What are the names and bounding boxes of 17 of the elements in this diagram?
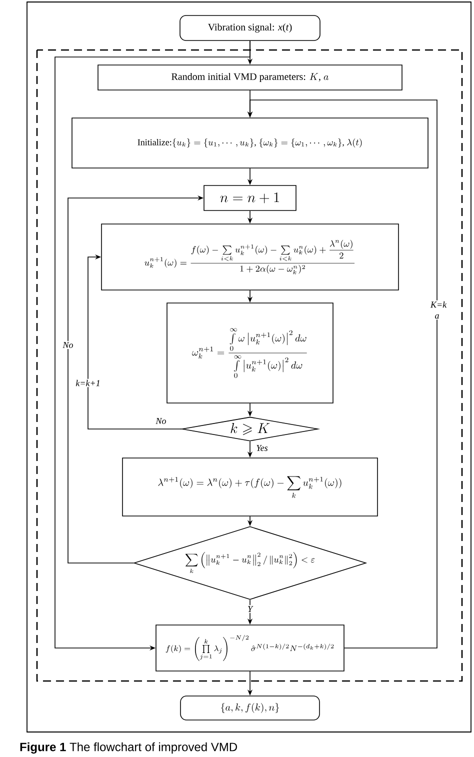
edge-label: Yes [256,445,268,451]
process-box: $\lambda^{n+1}(\omega)=\lambda^n(\omega)+\tau(f(\omega)-\sum_k u_k^{n+1}(\omega))$ [122,458,378,516]
edge-label: No [156,418,166,424]
caption: Figure 1 The flowchart of improved VMD [20,742,237,754]
arrow [88,254,182,430]
process-box: $\text{Random initial VMD parameters: }K\text{, }a$ [98,64,402,90]
process-box: $n=n+1$ [204,185,296,211]
process-box: $f(k)=\left(\prod\limits_{j=1}^{k}\lambda_j\right)^{-N/2}\hat{\sigma}^{N(1-k)/2}N^{-(d_k+k)/2}$ [156,624,344,672]
counter-label: k=k+1 [74,378,102,388]
edge-label: K=k a [430,300,447,320]
process-box: $\omega_k^{n+1}=\frac{\int\limits_0^\infty\omega\left|u_k^{n+1}(\omega)\right|^2d\omega}{\int\limits_0^\infty\left|u_k^{n+1}(\omega)\right|^2d\omega}$ [166,302,334,404]
terminal-box: $\{a, k, f(k), n\}$ [180,696,320,720]
terminal-box: Vibration signal: x(t) [180,15,320,41]
edge-label: Y [246,605,254,613]
process-box: $\text{Initialize:}\{u_k\}=\{u_1,\cdots,u_k\}\text{, }\{\omega_k\}=\{\omega_1,\cdots,\omega_k\}\text{, }\lambda(t)$ [72,118,428,168]
process-box: $u_k^{n+1}(\omega)=\frac{f(\omega)-\sum\limits_{i<k}u_k^{n+1}(\omega)-\sum\limits_{i<k}u_k^{n}(\omega)+\dfrac{\lambda^n(\omega)}{2}}{1+2\alpha(\omega-\omega_k^n)^2}$ [101,224,399,290]
edge-label: No [62,341,74,349]
